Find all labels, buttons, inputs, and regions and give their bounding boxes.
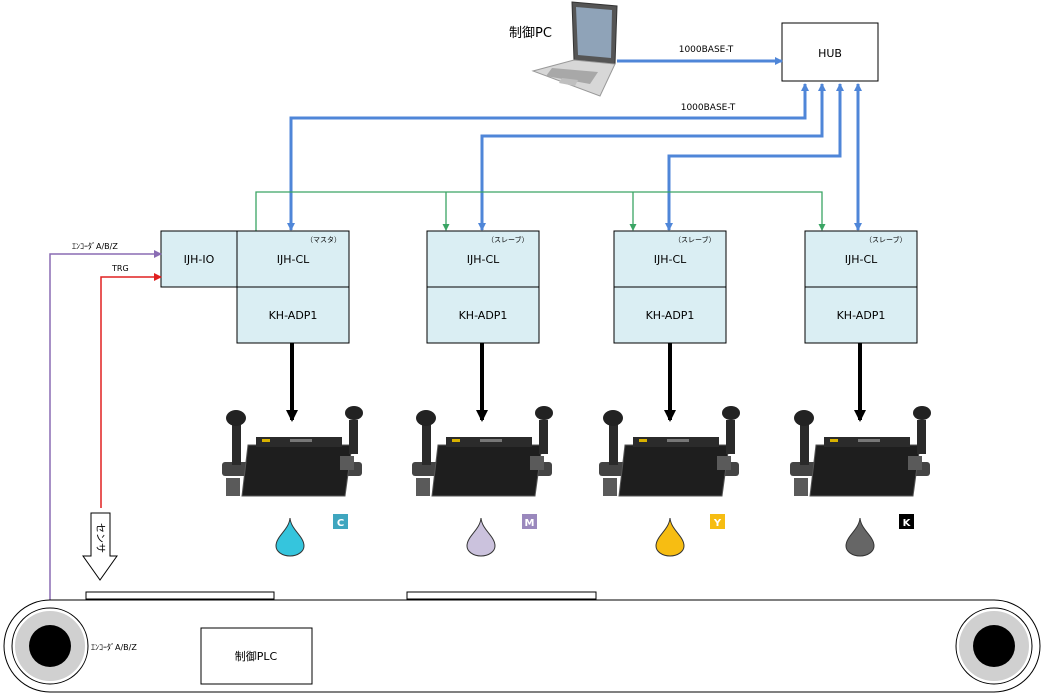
ijh-cl-label: IJH-CL <box>277 253 310 266</box>
ijh-cl-role: （スレーブ） <box>865 235 907 244</box>
kh-adp1-label: KH-ADP1 <box>459 309 508 322</box>
conveyor-belt <box>3 599 1041 693</box>
sensor-label: センサ <box>94 523 106 553</box>
ijh-cl-label: IJH-CL <box>654 253 687 266</box>
ink-badge <box>710 514 725 529</box>
ijh-cl-box <box>426 230 540 288</box>
ink-drop <box>655 517 685 557</box>
unit-4: IJH-CL （スレーブ） KH-ADP1 K <box>790 230 931 557</box>
trigger-line <box>100 273 162 508</box>
encoder-line <box>49 250 162 607</box>
ink-drop <box>845 517 875 557</box>
unit-1: IJH-CL （マスタ） KH-ADP1 C <box>222 230 363 557</box>
unit-3: IJH-CL （スレーブ） KH-ADP1 Y <box>599 230 740 557</box>
ink-badge-letter: Y <box>713 518 722 529</box>
ijh-io-box <box>160 230 238 288</box>
ink-drop <box>275 517 305 557</box>
encoder-line-label: ｴﾝｺｰﾀﾞA/B/Z <box>72 242 118 251</box>
trigger-line-label: TRG <box>111 264 129 273</box>
hub-cl-link-label: 1000BASE-T <box>681 103 736 113</box>
printhead-icon <box>412 406 553 497</box>
ink-badge-letter: K <box>903 518 912 529</box>
kh-adp1-label: KH-ADP1 <box>269 309 318 322</box>
ijh-cl-label: IJH-CL <box>467 253 500 266</box>
ink-badge <box>522 514 537 529</box>
hub-box <box>781 22 879 82</box>
laptop-icon <box>531 1 618 97</box>
ink-badge <box>899 514 914 529</box>
conveyor-encoder-label: ｴﾝｺｰﾀﾞA/B/Z <box>91 643 137 652</box>
ijh-cl-box <box>236 230 350 288</box>
sync-line <box>252 191 826 236</box>
pc-hub-link-label: 1000BASE-T <box>679 45 734 55</box>
ijh-cl-role: （スレーブ） <box>487 235 529 244</box>
kh-adp1-label: KH-ADP1 <box>837 309 886 322</box>
hub-label: HUB <box>818 47 842 60</box>
kh-adp1-box <box>426 286 540 344</box>
roller-left <box>11 607 89 685</box>
network-links <box>287 83 862 231</box>
roller-right <box>955 607 1033 685</box>
sensor-arrow <box>82 512 118 581</box>
ijh-cl-box <box>804 230 918 288</box>
plc-label: 制御PLC <box>235 649 278 663</box>
printhead-icon <box>599 406 740 497</box>
ijh-io-label: IJH-IO <box>184 253 215 266</box>
kh-adp1-box <box>236 286 350 344</box>
kh-adp1-box <box>804 286 918 344</box>
ijh-cl-role: （マスタ） <box>306 235 341 244</box>
printhead-icon <box>222 406 363 497</box>
ink-badge-letter: M <box>525 518 535 529</box>
printhead-icon <box>790 406 931 497</box>
unit-2: IJH-CL （スレーブ） KH-ADP1 M <box>412 230 553 557</box>
pc-label: 制御PC <box>509 26 552 41</box>
media-sheet <box>406 591 597 600</box>
ink-badge-letter: C <box>337 518 344 529</box>
ijh-cl-box <box>613 230 727 288</box>
media-sheet <box>85 591 275 600</box>
kh-adp1-box <box>613 286 727 344</box>
ink-drop <box>466 517 496 557</box>
kh-adp1-label: KH-ADP1 <box>646 309 695 322</box>
ijh-cl-role: （スレーブ） <box>674 235 716 244</box>
ijh-cl-label: IJH-CL <box>845 253 878 266</box>
ink-badge <box>333 514 348 529</box>
plc-box <box>200 627 313 685</box>
